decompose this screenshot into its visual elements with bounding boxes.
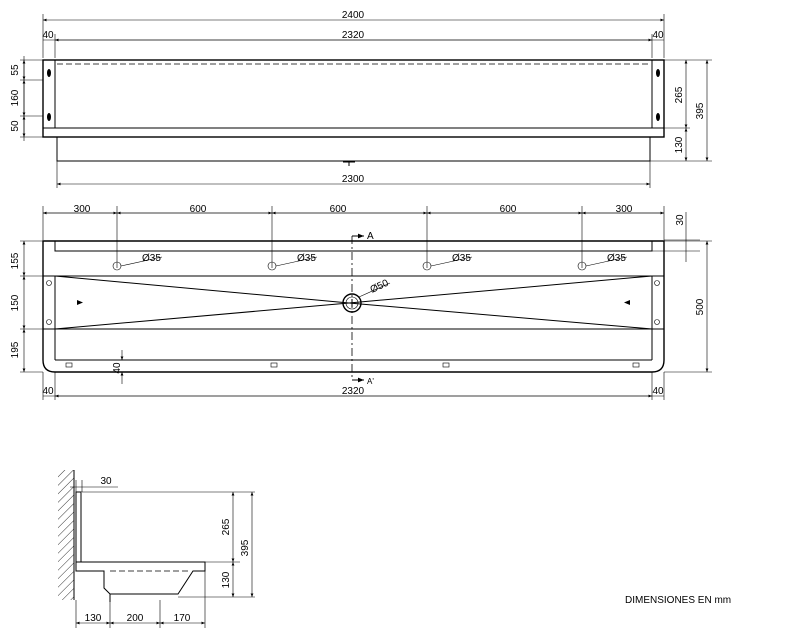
dim-bottom-inner: 2320: [342, 386, 365, 397]
dim-spacing-1: 300: [74, 204, 91, 215]
dim-bottom-left: 40: [42, 386, 54, 397]
dim-inner-width: 2320: [342, 30, 365, 41]
trough-outline: [42, 240, 665, 373]
dim-top-right: 30: [675, 214, 686, 226]
units-note: DIMENSIONES EN mm: [625, 595, 731, 606]
section-view: 30 265 130 395 130 200 170: [58, 470, 255, 628]
dim-top-left-3: 195: [10, 341, 21, 358]
dim-right-1: 265: [674, 86, 685, 103]
dim-right-2: 130: [674, 136, 685, 153]
hole-label-2: Ø35: [297, 253, 316, 264]
dim-overall-width: 2400: [342, 10, 365, 21]
section-dim-bottom-3: 170: [174, 613, 191, 624]
hole-label-1: Ø35: [142, 253, 161, 264]
backsplash-outline: [42, 59, 665, 138]
dim-left-2: 160: [10, 89, 21, 106]
top-view: 300 600 600 600 300 30: [10, 204, 712, 400]
dim-lip: 40: [112, 362, 123, 374]
dim-spacing-3: 600: [330, 204, 347, 215]
section-dim-right-1: 265: [221, 518, 232, 535]
dim-left-margin: 40: [42, 30, 54, 41]
dim-top-left-2: 150: [10, 294, 21, 311]
hole-label-4: Ø35: [607, 253, 626, 264]
dim-bottom-right: 40: [652, 386, 664, 397]
section-a-label: A: [367, 231, 374, 242]
wall-hatch: [58, 470, 74, 600]
fixing-hole-icon: [47, 69, 660, 121]
dim-right-3: 395: [695, 102, 706, 119]
dim-depth: 500: [695, 298, 706, 315]
dim-spacing-4: 600: [500, 204, 517, 215]
basin-front: [56, 136, 651, 162]
slot-marker-icon: [65, 362, 640, 368]
dim-top-left-1: 155: [10, 252, 21, 269]
section-dim-bottom-2: 200: [127, 613, 144, 624]
section-dim-top: 30: [100, 476, 112, 487]
section-a-prime-label: A': [367, 377, 374, 386]
section-dim-bottom-1: 130: [85, 613, 102, 624]
dim-bottom-width: 2300: [342, 174, 365, 185]
tap-hole-icon: [112, 261, 587, 271]
dim-right-margin: 40: [652, 30, 664, 41]
basin-section: [75, 561, 206, 595]
dim-spacing-5: 300: [616, 204, 633, 215]
flow-arrow-icon: [77, 300, 83, 305]
mounting-hole-icon: [46, 280, 660, 325]
section-dim-right-2: 130: [221, 571, 232, 588]
dim-left-3: 50: [10, 120, 21, 132]
front-view: 2400 40 2320 40 2300: [10, 10, 712, 188]
backsplash-top: [54, 240, 653, 252]
section-dim-right-3: 395: [240, 539, 251, 556]
dim-left-1: 55: [10, 64, 21, 76]
drain-label: Ø50: [369, 278, 391, 296]
hole-label-3: Ø35: [452, 253, 471, 264]
dim-spacing-2: 600: [190, 204, 207, 215]
flow-arrow-icon: [624, 300, 630, 305]
